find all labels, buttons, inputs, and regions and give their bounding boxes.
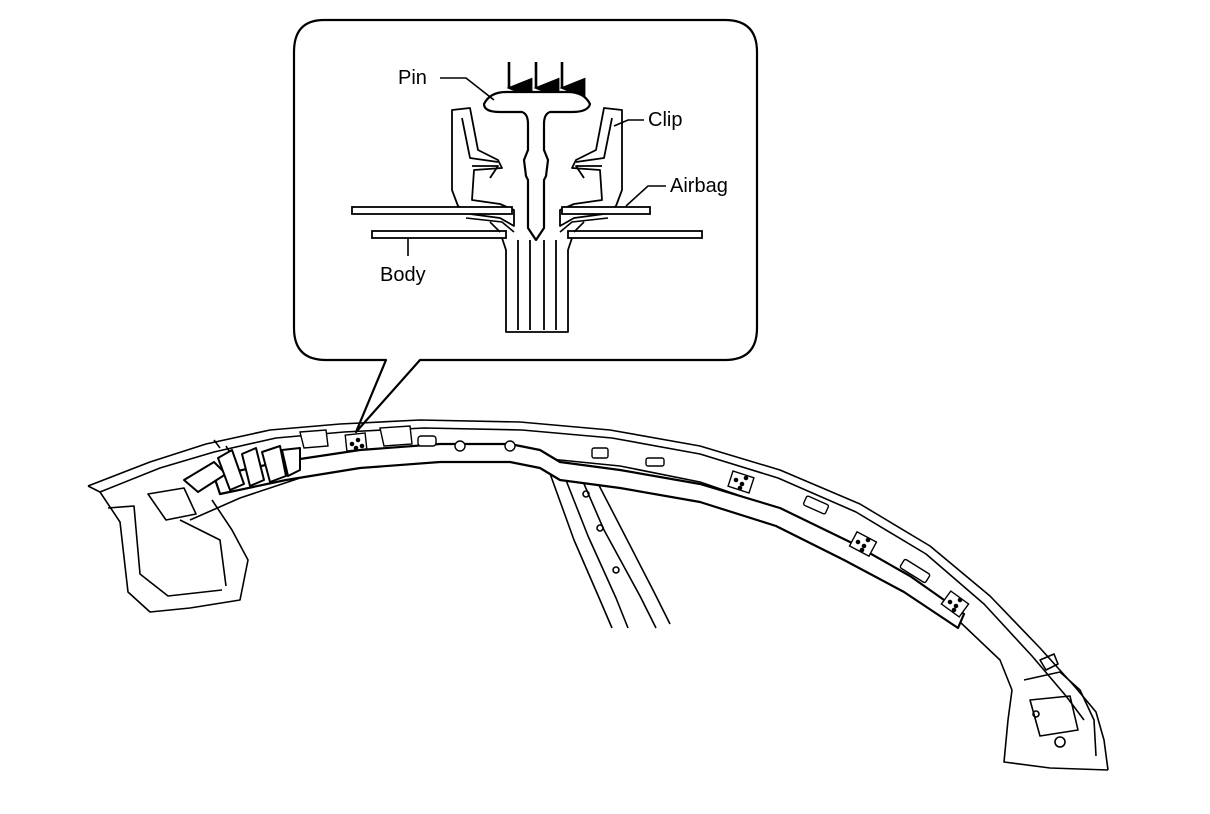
clip-leader (613, 119, 644, 127)
rail-details (299, 425, 931, 584)
press-arrows (506, 62, 586, 99)
body-plate (371, 230, 703, 239)
pin-leader (440, 77, 495, 101)
clip-label: Clip (648, 109, 683, 131)
callout-bubble (292, 18, 759, 434)
airbag-front-folds (183, 445, 301, 493)
airbag-label: Airbag (670, 175, 728, 197)
clip-teeth (465, 217, 609, 233)
curtain-airbag (212, 442, 966, 630)
body-label: Body (380, 264, 426, 286)
clip-location-3 (848, 530, 878, 558)
clip-location-1 (344, 432, 368, 452)
clip-location-2 (727, 470, 755, 494)
clip-shape (451, 107, 623, 333)
clip-location-4 (940, 590, 970, 618)
pin-label: Pin (398, 67, 427, 89)
airbag-plate (351, 206, 651, 215)
leader-lines (407, 77, 666, 256)
pin-shape (482, 90, 592, 242)
airbag-leader (625, 185, 666, 207)
clip-locations (344, 432, 970, 618)
